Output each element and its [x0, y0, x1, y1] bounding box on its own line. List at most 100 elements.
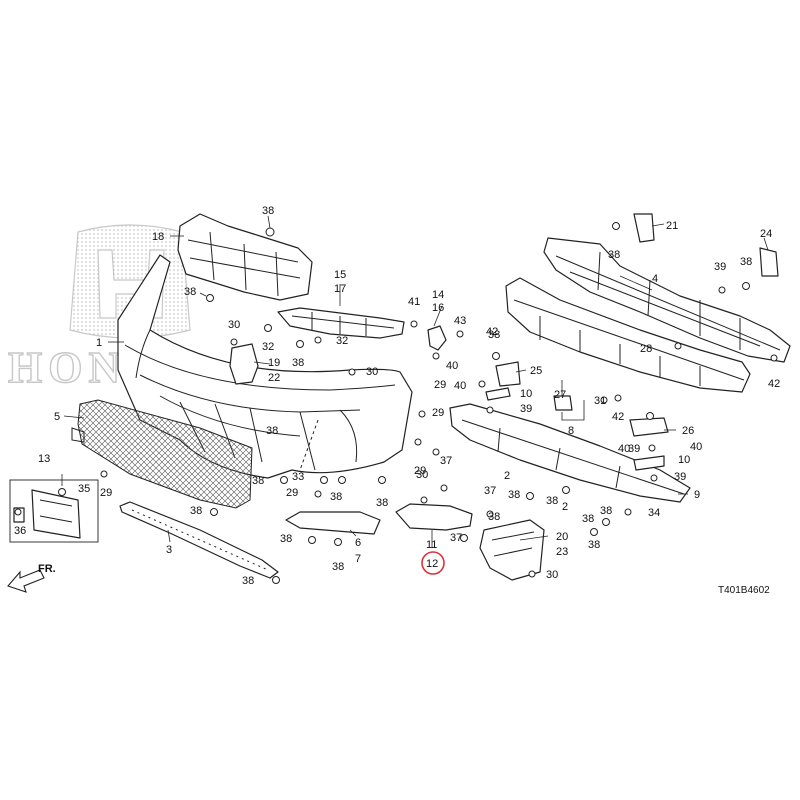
clip-icon	[334, 538, 342, 546]
callout-38: 38	[292, 357, 304, 369]
clip-icon	[460, 534, 468, 542]
screw-icon	[418, 410, 426, 418]
callout-38: 38	[262, 205, 274, 217]
screw-icon	[486, 510, 494, 518]
clip-icon	[272, 576, 280, 584]
part-side-spacer	[277, 307, 405, 339]
callout-38: 38	[488, 329, 500, 341]
clip-icon	[308, 536, 316, 544]
screw-icon	[770, 354, 778, 362]
clip-icon	[562, 486, 570, 494]
callout-26: 26	[682, 425, 694, 437]
callout-40: 40	[690, 441, 702, 453]
callout-38: 38	[582, 513, 594, 525]
screw-icon	[314, 336, 322, 344]
callout-32: 32	[262, 341, 274, 353]
diagram-code: T401B4602	[718, 585, 770, 596]
callout-38: 38	[332, 561, 344, 573]
callout-40: 40	[618, 443, 630, 455]
fastener-markers	[14, 222, 778, 584]
clip-icon	[338, 476, 346, 484]
callout-38: 38	[508, 489, 520, 501]
callout-43: 43	[454, 315, 466, 327]
callout-13: 13	[38, 453, 50, 465]
screw-icon	[528, 570, 536, 578]
callout-23: 23	[556, 546, 568, 558]
callout-20: 20	[556, 531, 568, 543]
callout-29: 29	[432, 407, 444, 419]
front-direction-indicator: FR.	[7, 563, 56, 593]
callout-38: 38	[546, 495, 558, 507]
callout-37: 37	[450, 532, 462, 544]
screw-icon	[486, 406, 494, 414]
part-lower-bracket	[395, 503, 473, 531]
screw-icon	[614, 394, 622, 402]
callout-19: 19	[268, 357, 280, 369]
screw-icon	[264, 324, 272, 332]
callout-38: 38	[280, 533, 292, 545]
callout-34: 34	[648, 507, 660, 519]
part-label-tag	[553, 395, 573, 411]
callout-38: 38	[190, 505, 202, 517]
clip-icon	[378, 476, 386, 484]
callout-35: 35	[78, 483, 90, 495]
callout-25: 25	[530, 365, 542, 377]
callout-33: 33	[292, 471, 304, 483]
screw-icon	[624, 508, 632, 516]
clip-icon	[492, 352, 500, 360]
screw-icon	[456, 330, 464, 338]
callout-30: 30	[416, 469, 428, 481]
part-upper-beam	[543, 237, 791, 363]
callout-12: 12	[426, 558, 438, 570]
clip-icon	[526, 492, 534, 500]
callout-42: 42	[612, 411, 624, 423]
screw-icon	[230, 338, 238, 346]
clip-icon	[602, 518, 610, 526]
callout-29: 29	[100, 487, 112, 499]
clip-icon	[14, 508, 22, 516]
screw-icon	[420, 496, 428, 504]
clip-icon	[612, 222, 620, 230]
callout-39: 39	[628, 443, 640, 455]
callout-38: 38	[266, 425, 278, 437]
part-small-hook	[427, 325, 447, 351]
part-garnish-strip	[285, 511, 381, 535]
callout-38: 38	[330, 491, 342, 503]
callout-39: 39	[674, 471, 686, 483]
part-side-bracket-small	[229, 343, 259, 385]
screw-icon	[478, 380, 486, 388]
callout-10: 10	[520, 388, 532, 400]
callout-8: 8	[568, 425, 574, 437]
callout-40: 40	[446, 360, 458, 372]
callout-38: 38	[242, 575, 254, 587]
callout-3: 3	[166, 544, 172, 556]
honda-h-letter-icon	[97, 249, 165, 319]
callout-9: 9	[694, 489, 700, 501]
screw-icon	[314, 490, 322, 498]
callout-36: 36	[14, 525, 26, 537]
callout-16: 16	[432, 302, 444, 314]
part-upper-bracket-left	[177, 213, 313, 301]
part-energy-absorber	[505, 277, 751, 393]
screw-icon	[674, 342, 682, 350]
clip-icon	[296, 340, 304, 348]
part-grille	[71, 399, 253, 509]
clip-icon	[210, 508, 218, 516]
callout-32: 32	[336, 335, 348, 347]
screw-icon	[432, 448, 440, 456]
callout-38: 38	[376, 497, 388, 509]
clip-icon	[646, 412, 654, 420]
front-label: FR.	[38, 563, 56, 575]
callout-14: 14	[432, 289, 444, 301]
callout-7: 7	[355, 553, 361, 565]
leader-lines	[61, 215, 769, 548]
callout-37: 37	[484, 485, 496, 497]
clip-icon	[742, 282, 750, 290]
callout-29: 29	[286, 487, 298, 499]
screw-icon	[648, 444, 656, 452]
direction-arrow-icon	[7, 569, 45, 593]
callout-17: 17	[334, 283, 346, 295]
clip-icon	[590, 528, 598, 536]
callout-6: 6	[355, 537, 361, 549]
